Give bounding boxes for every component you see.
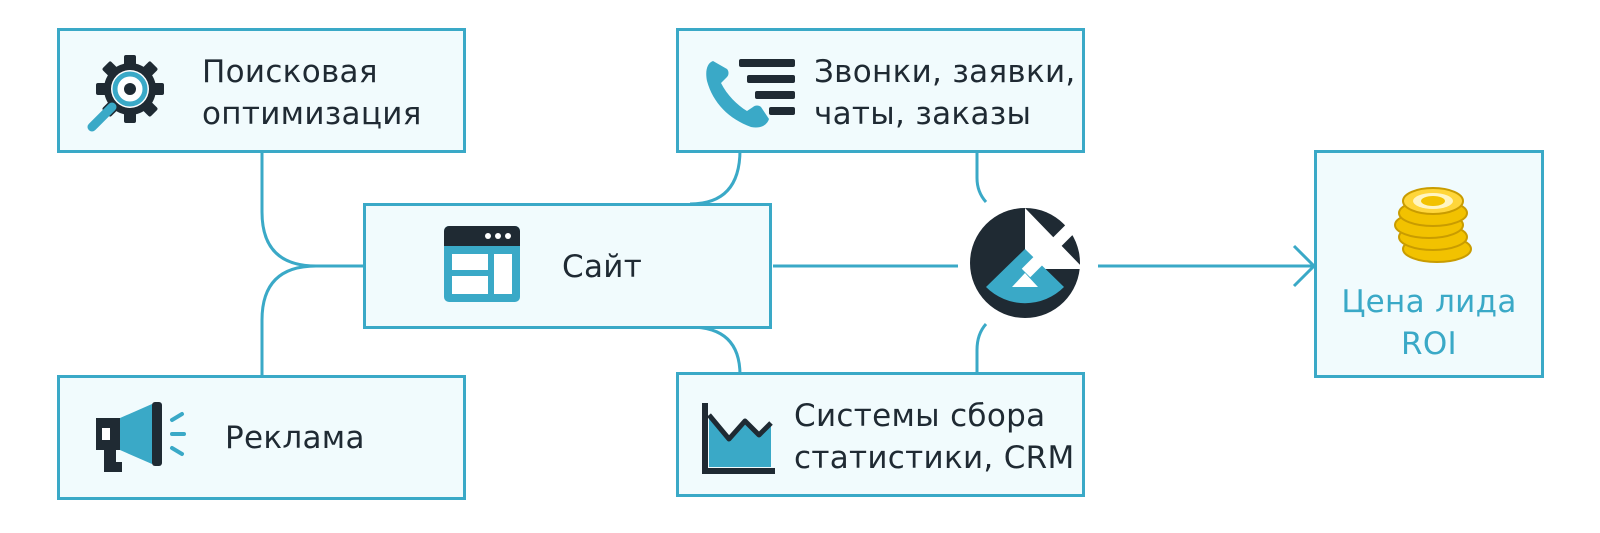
node-result-label-line1: Цена лида xyxy=(1341,284,1517,320)
node-site: Сайт xyxy=(363,203,772,329)
node-ads-label: Реклама xyxy=(225,420,365,456)
node-analytics-label-line1: Системы сбора xyxy=(794,398,1046,434)
seo-gear-magnifier-icon xyxy=(87,55,164,132)
coins-stack-icon xyxy=(1394,187,1472,263)
connector-site-analytics xyxy=(689,325,742,376)
node-ads: Реклама xyxy=(57,375,466,500)
connector-leads-hub xyxy=(975,150,988,204)
connector-site-leads xyxy=(689,149,742,206)
analytics-platform-logo-icon xyxy=(970,208,1084,318)
node-result: Цена лида ROI xyxy=(1314,150,1544,378)
node-site-label: Сайт xyxy=(562,249,643,285)
node-leads: Звонки, заявки, чаты, заказы xyxy=(676,28,1085,153)
megaphone-icon xyxy=(96,402,186,472)
node-result-label-line2: ROI xyxy=(1401,326,1457,362)
website-layout-icon xyxy=(444,226,520,302)
node-seo-label-line2: оптимизация xyxy=(202,96,422,132)
connector-seo-site xyxy=(260,150,367,268)
node-leads-label-line1: Звонки, заявки, xyxy=(814,54,1076,90)
phone-list-icon xyxy=(706,59,795,128)
node-analytics: Системы сбора статистики, CRM xyxy=(676,372,1085,497)
node-analytics-label-line2: статистики, CRM xyxy=(794,440,1075,476)
area-chart-icon xyxy=(702,403,775,474)
node-leads-label-line2: чаты, заказы xyxy=(814,96,1032,132)
connector-analytics-hub xyxy=(975,322,988,375)
connector-ads-site xyxy=(260,264,317,378)
node-seo-label-line1: Поисковая xyxy=(202,54,378,90)
node-seo: Поисковая оптимизация xyxy=(57,28,466,153)
